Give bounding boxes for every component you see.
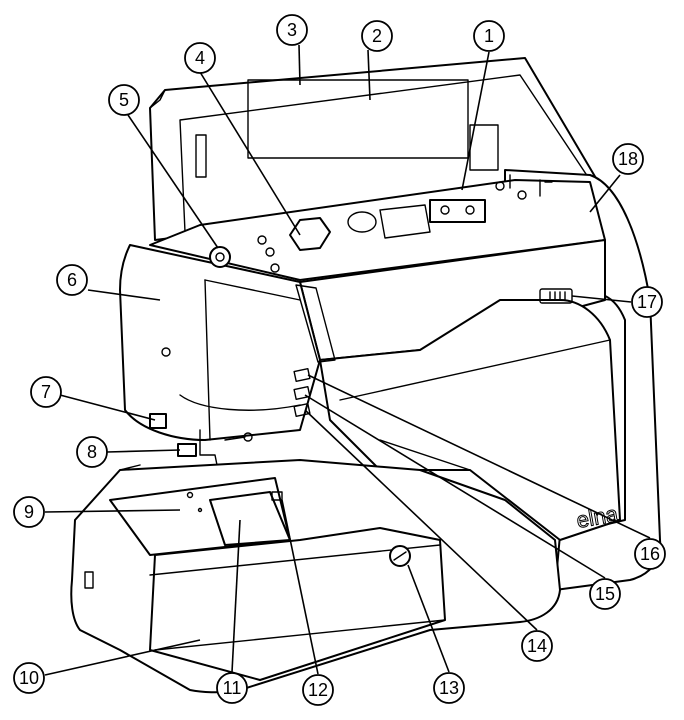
callout-6: 6 (57, 265, 87, 295)
callout-5: 5 (109, 85, 139, 115)
svg-text:1: 1 (484, 26, 494, 46)
callout-3: 3 (277, 15, 307, 45)
callout-10: 10 (14, 663, 44, 693)
callout-18: 18 (613, 144, 643, 174)
thread-guide-knob (210, 247, 230, 267)
svg-text:18: 18 (618, 149, 638, 169)
callout-2: 2 (362, 21, 392, 51)
callout-17: 17 (632, 287, 662, 317)
callout-11: 11 (217, 673, 247, 703)
svg-text:14: 14 (527, 636, 547, 656)
svg-text:15: 15 (595, 584, 615, 604)
svg-text:2: 2 (372, 26, 382, 46)
callout-4: 4 (185, 43, 215, 73)
callout-9: 9 (14, 497, 44, 527)
callout-1: 1 (474, 21, 504, 51)
svg-text:17: 17 (637, 292, 657, 312)
bobbin-winder (430, 200, 485, 222)
base (71, 460, 560, 692)
svg-text:16: 16 (640, 544, 660, 564)
svg-text:12: 12 (308, 680, 328, 700)
svg-text:4: 4 (195, 48, 205, 68)
svg-text:9: 9 (24, 502, 34, 522)
svg-text:10: 10 (19, 668, 39, 688)
callout-7: 7 (31, 377, 61, 407)
callout-14: 14 (522, 631, 552, 661)
svg-text:6: 6 (67, 270, 77, 290)
svg-text:7: 7 (41, 382, 51, 402)
svg-text:13: 13 (439, 678, 459, 698)
callout-12: 12 (303, 675, 333, 705)
svg-text:11: 11 (223, 678, 242, 698)
svg-text:3: 3 (287, 20, 297, 40)
svg-text:5: 5 (119, 90, 129, 110)
thread-cutter (150, 414, 166, 428)
presser-foot-lever (178, 444, 196, 456)
callout-15: 15 (590, 579, 620, 609)
callout-13: 13 (434, 673, 464, 703)
svg-text:8: 8 (87, 442, 97, 462)
callout-8: 8 (77, 437, 107, 467)
callout-16: 16 (635, 539, 665, 569)
